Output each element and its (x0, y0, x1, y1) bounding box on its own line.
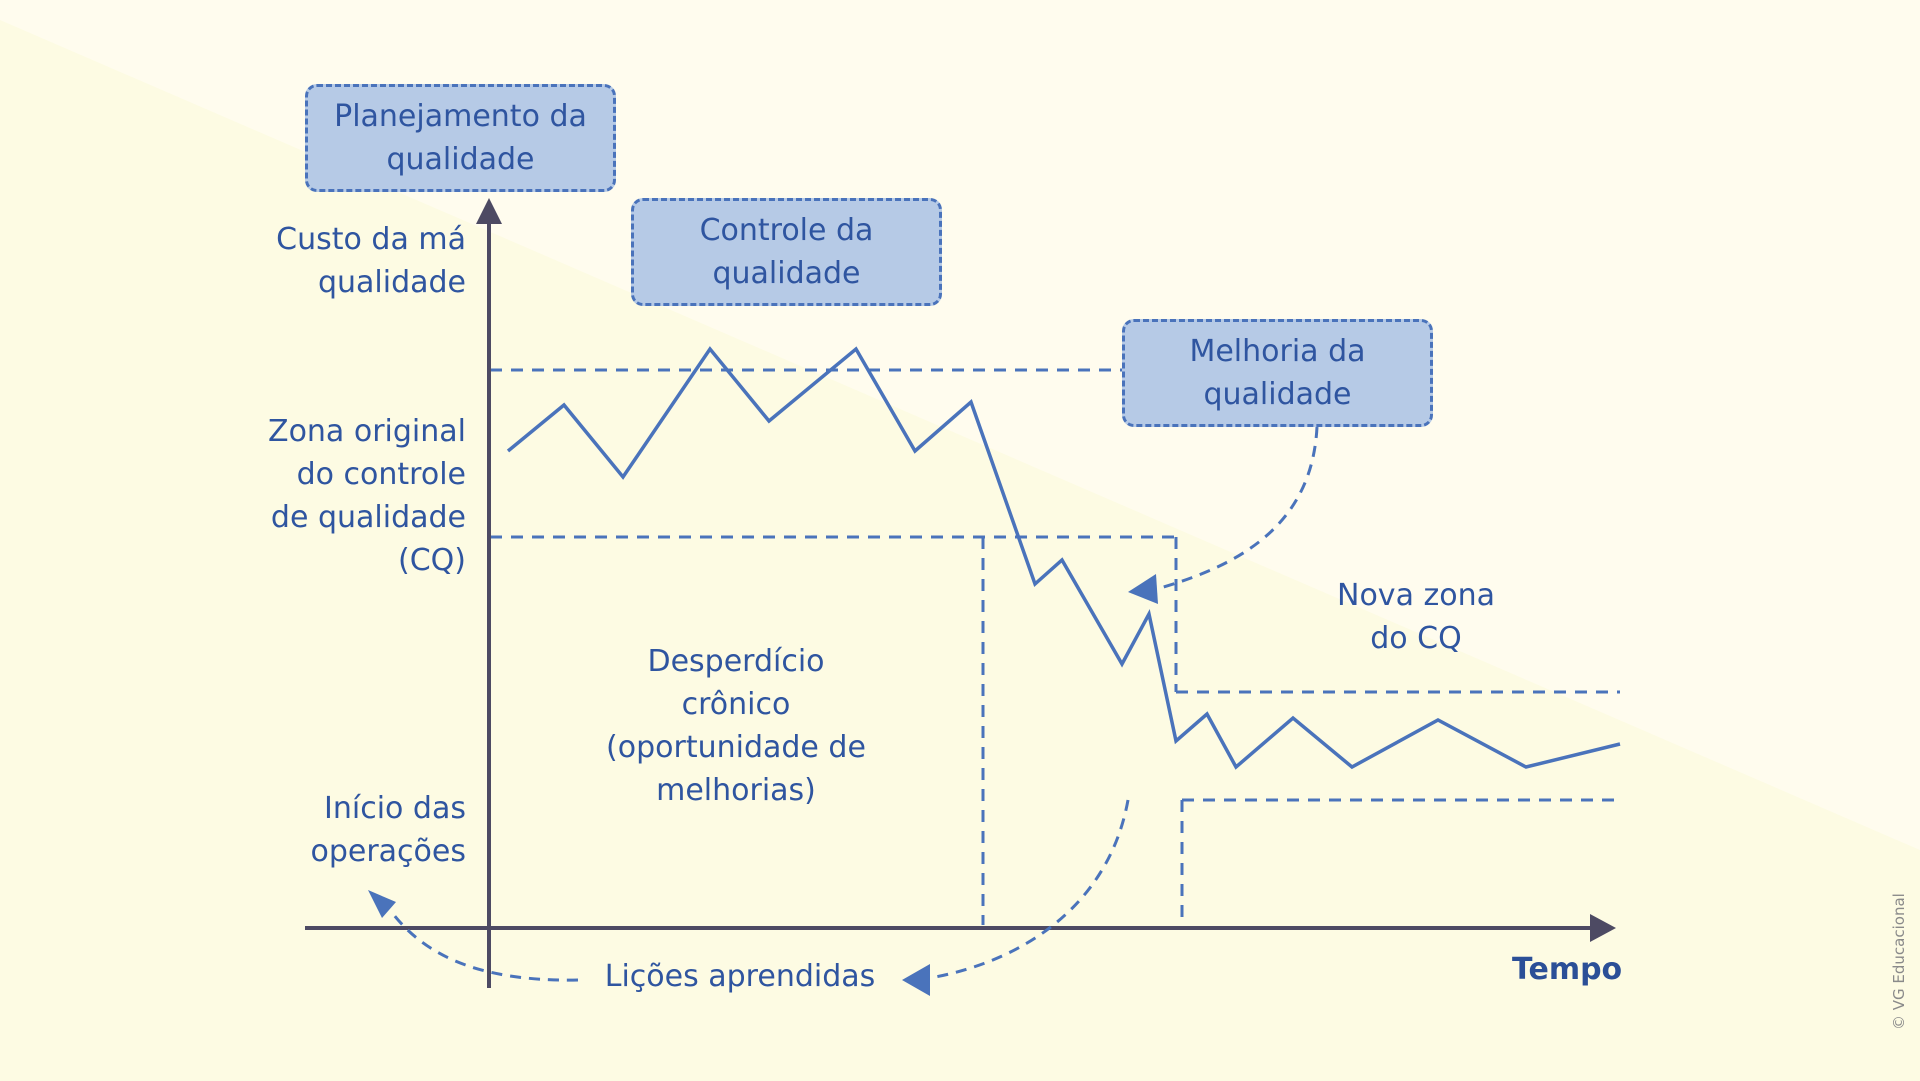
cost-of-poor-quality-line (506, 346, 1621, 770)
lessons-arrow-right-curve (929, 799, 1130, 980)
x-axis-arrow (1590, 914, 1616, 942)
x-axis-label: Tempo (1512, 952, 1623, 987)
lessons-learned-label: Lições aprendidas (604, 959, 876, 994)
quality-improvement-box: Melhoria da qualidade (1122, 319, 1433, 427)
copyright-credit: © VG Educacional (1890, 893, 1908, 1030)
lessons-arrow-left-head (368, 890, 396, 918)
quality-control-box: Controle da qualidade (631, 198, 942, 306)
background-light-band (0, 0, 1920, 850)
lessons-arrow-left-curve (388, 909, 579, 982)
improvement-arrow-curve (1159, 426, 1319, 590)
zone-lines (490, 368, 1620, 925)
chronic-waste-label: Desperdício crônico (oportunidade de mel… (606, 644, 866, 808)
improvement-arrow-head (1128, 574, 1158, 604)
new-zone-label: Nova zona do CQ (1337, 578, 1495, 656)
y-axis-arrow (476, 198, 502, 224)
original-zone-label: Zona original do controle de qualidade (… (268, 414, 466, 578)
start-operations-label: Início das operações (310, 791, 466, 869)
y-axis-label: Custo da má qualidade (276, 222, 466, 300)
planning-quality-box: Planejamento da qualidade (305, 84, 616, 192)
lessons-arrow-right-head (902, 964, 930, 996)
